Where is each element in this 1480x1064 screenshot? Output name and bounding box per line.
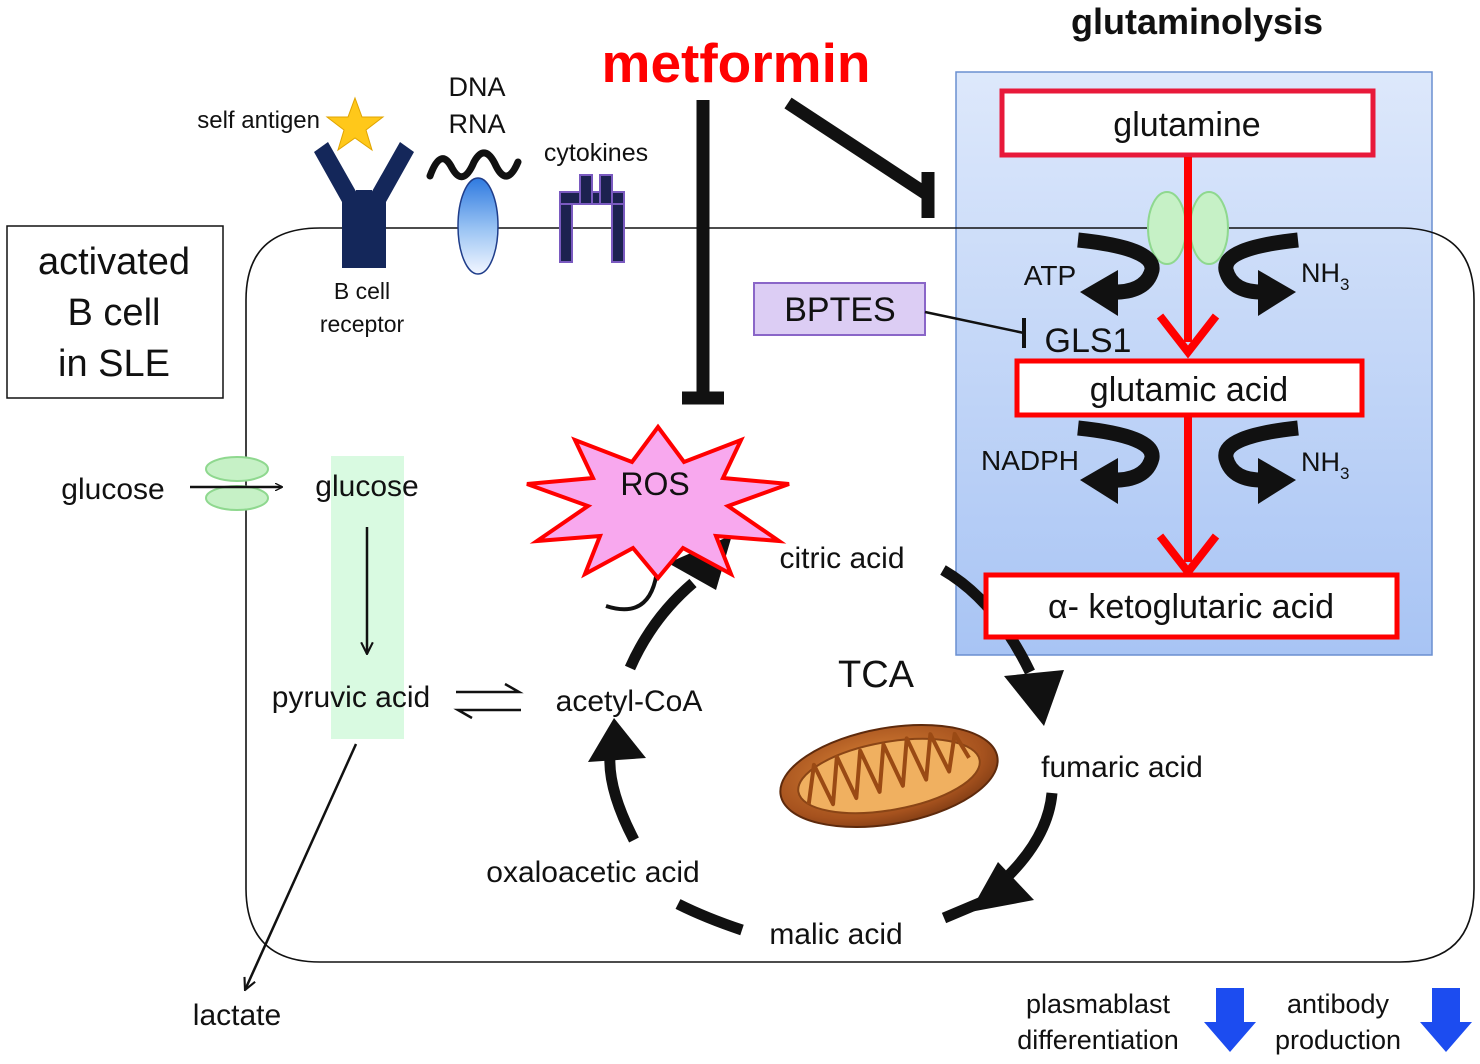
glutaminolysis-pathway-arrows: [1156, 157, 1220, 579]
glucose-outside-label: glucose: [61, 473, 164, 506]
cell-label-box: [6, 225, 224, 399]
bptes-inhibition-line: [924, 310, 1025, 335]
pyruvic-acid-label: pyruvic acid: [272, 681, 430, 714]
antibody-decrease-arrow-icon: [1420, 988, 1472, 1052]
cell-membrane: [245, 227, 1475, 963]
plasmablast-decrease-arrow-icon: [1204, 988, 1256, 1052]
nh3-label-bottom: NH3: [1301, 447, 1349, 483]
plasmablast-label-line2: differentiation: [1017, 1025, 1179, 1055]
glucose-transporter-bottom: [205, 485, 269, 511]
lactate-label: lactate: [193, 999, 281, 1032]
bptes-label: BPTES: [784, 291, 895, 329]
metformin-label: metformin: [602, 32, 871, 94]
dna-label: DNA: [448, 72, 505, 102]
bptes-box: [753, 282, 926, 336]
antibody-label-line1: antibody: [1287, 989, 1390, 1019]
cell-label-line1: activated: [38, 241, 190, 283]
plasmablast-label-line1: plasmablast: [1026, 989, 1171, 1019]
citric-acid-label: citric acid: [779, 542, 904, 575]
metformin-inhibits-glutamine-uptake: [784, 97, 935, 218]
glutamine-box: [999, 88, 1376, 158]
akg-box: [983, 572, 1400, 640]
glutamine-label: glutamine: [1113, 106, 1260, 144]
glutamine-transporter-right: [1189, 191, 1229, 265]
glutamic-acid-label: glutamic acid: [1090, 371, 1288, 409]
ros-burst-icon: [526, 423, 790, 582]
metformin-inhibits-ros: [682, 100, 724, 405]
b-cell-receptor-icon: [314, 142, 414, 268]
glucose-transporter-top: [205, 456, 269, 482]
pyruvate-to-lactate-arrow: [245, 743, 358, 990]
glucose-inside-label: glucose: [315, 470, 418, 503]
nadph-label: NADPH: [981, 445, 1079, 476]
gls1-label: GLS1: [1045, 322, 1132, 360]
acetyl-coa-label: acetyl-CoA: [556, 685, 703, 718]
rna-label: RNA: [448, 109, 505, 139]
glutamic-acid-box: [1014, 358, 1365, 418]
cell-label-line3: in SLE: [58, 343, 170, 385]
tca-label: TCA: [838, 654, 915, 696]
self-antigen-label: self antigen: [197, 107, 320, 134]
antibody-label-line2: production: [1275, 1025, 1401, 1055]
cytokine-receptor-icon: [559, 174, 625, 263]
cofactor-curved-arrows: [1077, 232, 1299, 488]
akg-label: α- ketoglutaric acid: [1048, 588, 1334, 626]
pyruvate-acetylcoa-equilibrium-arrows: [453, 682, 524, 720]
fumaric-acid-label: fumaric acid: [1041, 751, 1203, 784]
malic-acid-label: malic acid: [769, 918, 902, 951]
cell-label-line2: B cell: [68, 292, 161, 334]
nh3-label-top: NH3: [1301, 258, 1349, 294]
bcr-label-line2: receptor: [320, 311, 405, 337]
tlr-receptor-icon: [457, 177, 499, 275]
cofactor-arrowheads: [1080, 270, 1296, 504]
self-antigen-star-icon: [325, 96, 385, 152]
cytokines-label: cytokines: [544, 139, 648, 167]
atp-label: ATP: [1024, 260, 1076, 291]
glutaminolysis-title: glutaminolysis: [1071, 1, 1323, 42]
glutamine-transporter-left: [1147, 191, 1187, 265]
nucleic-acid-wave-icon: [426, 149, 522, 181]
mitochondrion-icon: [779, 724, 999, 828]
ros-label: ROS: [620, 466, 689, 502]
oxaloacetic-acid-label: oxaloacetic acid: [486, 856, 699, 889]
bcr-label-line1: B cell: [334, 278, 390, 304]
